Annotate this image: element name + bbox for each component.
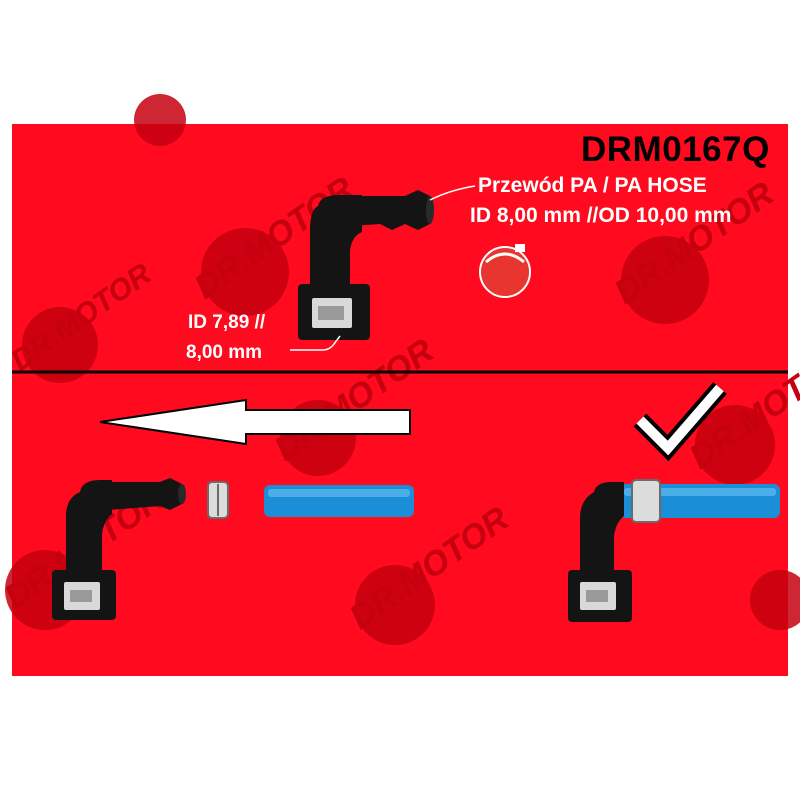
- watermark-circle: [22, 307, 98, 383]
- watermark-logos: [5, 94, 800, 645]
- loose-clip: [207, 481, 229, 519]
- disassembled-connector: [52, 478, 186, 620]
- left-arrow-icon: [99, 398, 411, 446]
- top-connector: [298, 190, 434, 340]
- loose-hose: [264, 485, 414, 517]
- connector-spec-line2: 8,00 mm: [186, 342, 263, 363]
- hose-spec-line2: ID 8,00 mm //OD 10,00 mm: [470, 204, 732, 227]
- connector-spec-line1: ID 7,89 //: [188, 312, 266, 333]
- product-code: DRM0167Q: [581, 130, 770, 169]
- watermark-circle: [355, 565, 435, 645]
- watermark-circle: [695, 405, 775, 485]
- clip-ring: [479, 244, 531, 298]
- hose-spec-line1: Przewód PA / PA HOSE: [478, 174, 707, 197]
- assembled-connector: [568, 479, 780, 622]
- watermark-circle: [621, 236, 709, 324]
- watermark-circle: [750, 570, 800, 630]
- watermark-circle: [201, 228, 289, 316]
- watermark-circle: [134, 94, 186, 146]
- connector-pointer-line: [290, 335, 341, 351]
- hose-pointer-line: [429, 185, 476, 201]
